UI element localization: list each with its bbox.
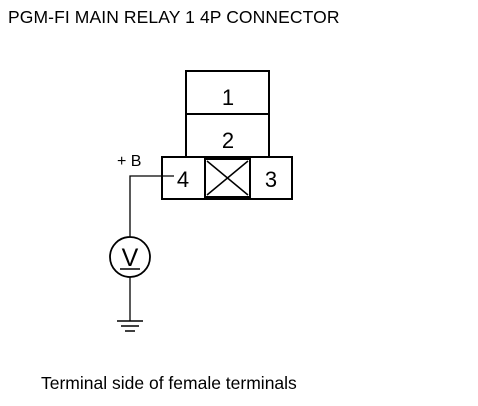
terminal-4-label: 4 [177, 167, 189, 192]
terminal-1-label: 1 [222, 85, 234, 110]
ground-icon [117, 320, 143, 332]
probe-wire [129, 175, 174, 321]
terminal-3-label: 3 [265, 167, 277, 192]
voltmeter-symbol: V [122, 244, 139, 272]
blank-cavity-x-icon [206, 160, 249, 196]
voltmeter-icon: V [109, 236, 151, 278]
terminal-2-label: 2 [222, 128, 234, 153]
plus-b-label: + B [117, 153, 141, 170]
diagram-title: PGM-FI MAIN RELAY 1 4P CONNECTOR [8, 7, 340, 27]
connector-lower-housing [161, 156, 293, 200]
diagram-caption: Terminal side of female terminals [41, 373, 297, 393]
